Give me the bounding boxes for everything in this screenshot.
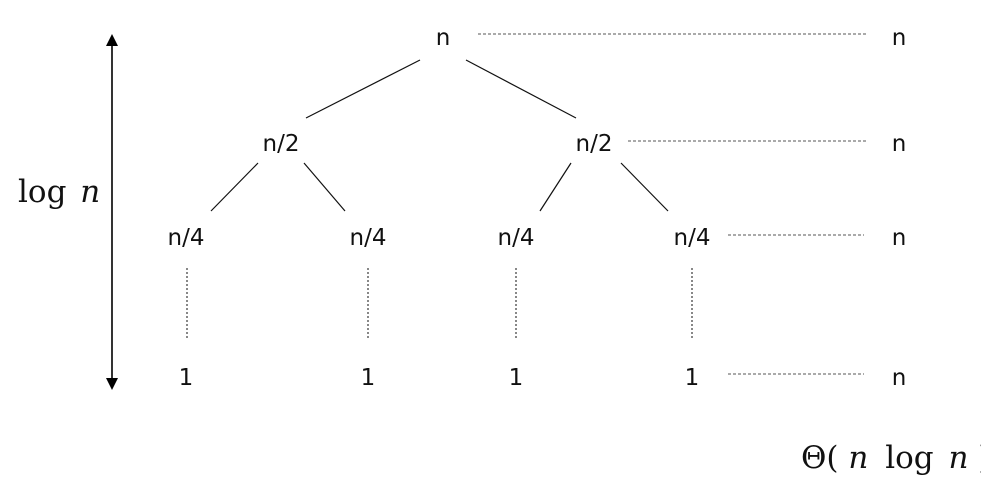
- height-arrow-head-down: [106, 378, 118, 390]
- height-label: log n: [18, 174, 100, 210]
- edge-right-left: [539, 162, 572, 212]
- height-label-var: n: [80, 174, 100, 210]
- node-level1-left: n/2: [263, 131, 300, 157]
- cost-level2: n: [892, 225, 907, 251]
- node-level2-3: n/4: [498, 225, 535, 251]
- height-arrow-head-up: [106, 34, 118, 46]
- node-root: n: [436, 25, 451, 51]
- total-var-b: n: [949, 440, 969, 476]
- height-label-func: log: [18, 174, 66, 210]
- cost-level0: n: [892, 25, 907, 51]
- node-level2-2: n/4: [350, 225, 387, 251]
- total-var-a: n: [848, 440, 868, 476]
- leaf-1: 1: [179, 365, 194, 391]
- node-level2-1: n/4: [168, 225, 205, 251]
- total-complexity: Θ( n log n ): [801, 440, 981, 476]
- cost-level1: n: [892, 131, 907, 157]
- node-level2-4: n/4: [674, 225, 711, 251]
- edge-left-right: [303, 162, 346, 212]
- node-level1-right: n/2: [576, 131, 613, 157]
- edge-right-right: [620, 162, 669, 212]
- total-close: ): [978, 440, 981, 476]
- edge-root-left: [305, 59, 421, 119]
- total-theta: Θ(: [801, 440, 839, 476]
- leaf-3: 1: [509, 365, 524, 391]
- edge-left-left: [210, 162, 259, 212]
- leaf-4: 1: [685, 365, 700, 391]
- total-func: log: [885, 440, 933, 476]
- leaf-2: 1: [361, 365, 376, 391]
- cost-leaves: n: [892, 365, 907, 391]
- edge-root-right: [465, 59, 577, 119]
